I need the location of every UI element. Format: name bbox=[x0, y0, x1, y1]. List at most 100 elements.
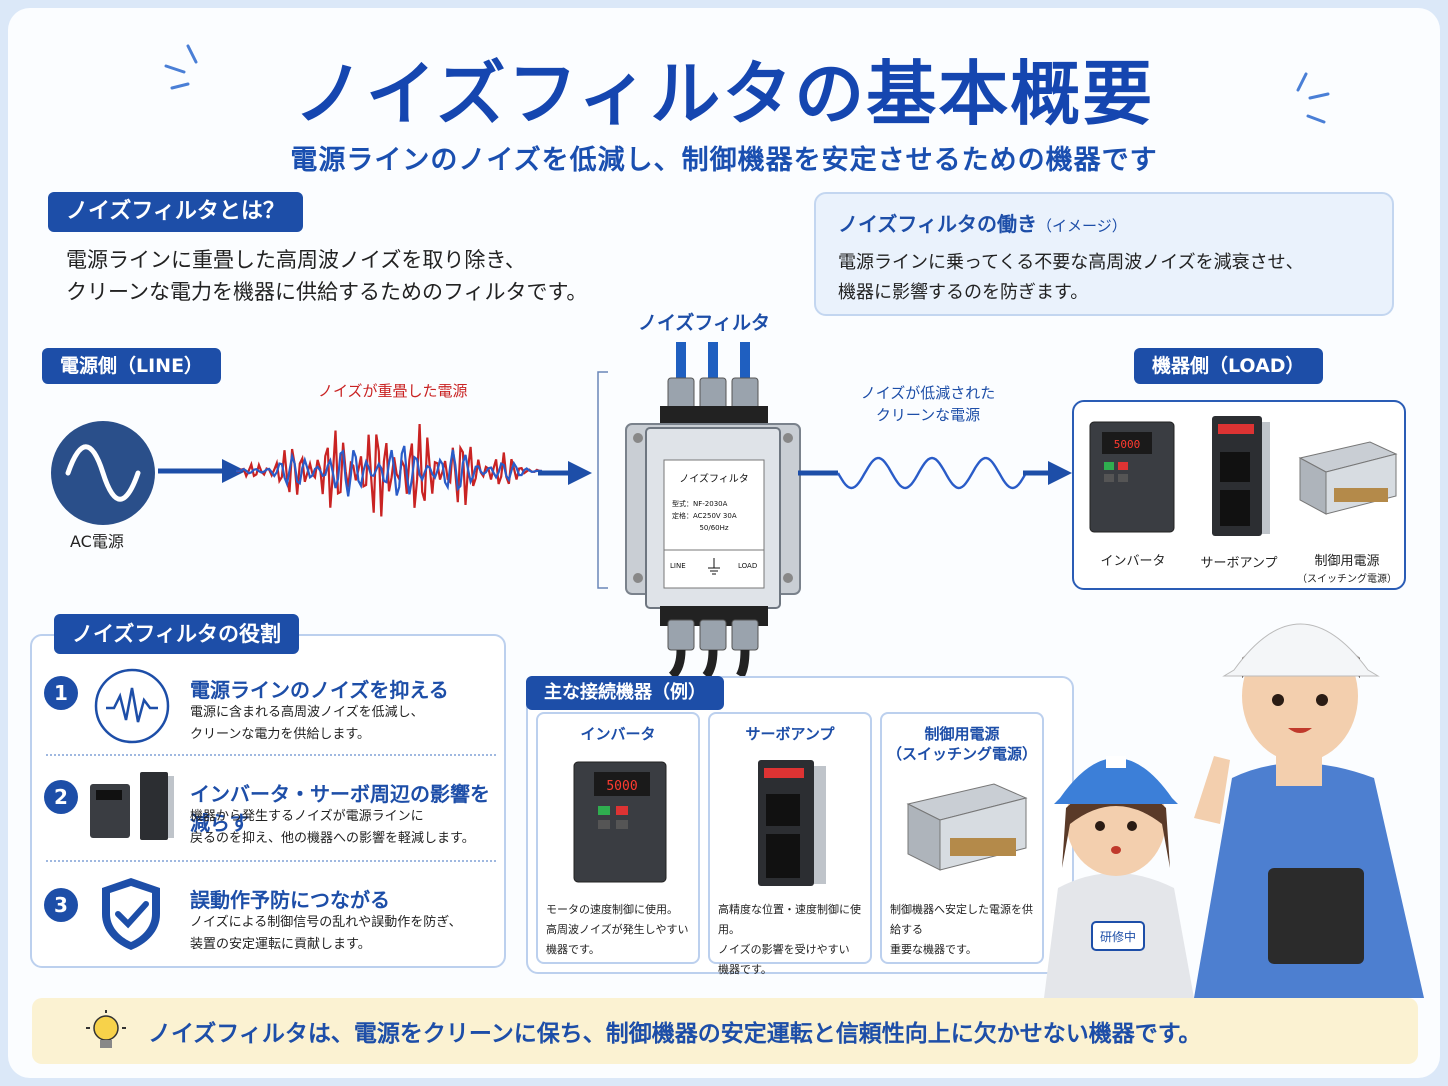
footer-text: ノイズフィルタは、電源をクリーンに保ち、制御機器の安定運転と信頼性向上に欠かせな… bbox=[148, 1021, 1202, 1047]
plate-freq: 50/60Hz bbox=[699, 524, 728, 532]
role-text: 電源に含まれる高周波ノイズを低減し、 クリーンな電力を供給します。 bbox=[190, 702, 424, 746]
work-description: 電源ラインに乗ってくる不要な高周波ノイズを減衰させ、 機器に影響するのを防ぎます… bbox=[838, 248, 1304, 308]
connected-tag: 主な接続機器（例） bbox=[526, 676, 724, 710]
arrow-right-icon bbox=[158, 459, 246, 483]
trainee-badge: 研修中 bbox=[1100, 929, 1136, 944]
arrow-right-icon bbox=[538, 461, 592, 485]
noisy-power-label: ノイズが重畳した電源 bbox=[318, 382, 468, 400]
ac-source-icon bbox=[51, 421, 155, 525]
what-line: クリーンな電力を機器に供給するためのフィルタです。 bbox=[66, 280, 588, 304]
role-title: 電源ラインのノイズを抑える bbox=[190, 678, 449, 702]
card-line: 制御機器へ安定した電源を供給する bbox=[890, 903, 1033, 936]
inverter-display: 5000 bbox=[606, 779, 637, 794]
what-tag: ノイズフィルタとは？ bbox=[48, 192, 303, 232]
clean-label-line: クリーンな電源 bbox=[875, 406, 981, 424]
inverter-servo-icon bbox=[90, 772, 174, 840]
switching-power-image bbox=[906, 783, 1028, 871]
card-line: 高周波ノイズが発生しやすい bbox=[546, 923, 689, 936]
page-title: ノイズフィルタの基本概要 bbox=[293, 53, 1155, 135]
footer-banner: ノイズフィルタは、電源をクリーンに保ち、制御機器の安定運転と信頼性向上に欠かせな… bbox=[32, 998, 1418, 1064]
clean-label-line: ノイズが低減された bbox=[860, 384, 996, 402]
card-text: モータの速度制御に使用。 高周波ノイズが発生しやすい 機器です。 bbox=[546, 900, 689, 960]
role-text: 機器から発生するノイズが電源ラインに 戻るのを抑え、他の機器への影響を軽減します… bbox=[190, 806, 475, 850]
bracket-line bbox=[597, 371, 608, 589]
noise-filter-device: ノイズフィルタ 型式：NF-2030A 定格：AC250V 30A 50/60H… bbox=[625, 342, 801, 678]
plate-name: ノイズフィルタ bbox=[679, 472, 749, 485]
card-text: 制御機器へ安定した電源を供給する 重要な機器です。 bbox=[890, 900, 1042, 960]
role-text: ノイズによる制御信号の乱れや誤動作を防ぎ、 装置の安定運転に貢献します。 bbox=[190, 912, 462, 956]
page-subtitle: 電源ラインのノイズを低減し、制御機器を安定させるための機器です bbox=[290, 145, 1158, 176]
clean-waveform bbox=[798, 456, 1072, 490]
divider bbox=[46, 754, 496, 756]
work-title-text: ノイズフィルタの働き bbox=[838, 212, 1037, 236]
card-line: ノイズの影響を受けやすい bbox=[718, 943, 850, 956]
servo-amp-image bbox=[758, 760, 826, 886]
load-devices-box: 5000 インバータ サーボアンプ 制御用電源 （スイッチング電源） bbox=[1072, 400, 1406, 590]
work-box: ノイズフィルタの働き（イメージ） 電源ラインに乗ってくる不要な高周波ノイズを減衰… bbox=[814, 192, 1394, 316]
workers-illustration: 研修中 bbox=[1044, 623, 1424, 998]
card-line: モータの速度制御に使用。 bbox=[546, 903, 678, 916]
plate-load: LOAD bbox=[738, 562, 757, 570]
role-line: ノイズによる制御信号の乱れや誤動作を防ぎ、 bbox=[190, 915, 462, 930]
work-line: 機器に影響するのを防ぎます。 bbox=[838, 282, 1089, 303]
load-device-sub: （スイッチング電源） bbox=[1297, 574, 1397, 585]
infographic-page: ノイズフィルタの基本概要 電源ラインのノイズを低減し、制御機器を安定させるための… bbox=[8, 8, 1440, 1078]
card-title: 制御用電源 （スイッチング電源） bbox=[882, 724, 1042, 764]
shield-check-icon bbox=[102, 878, 160, 950]
line-side-tag: 電源側（LINE） bbox=[42, 348, 222, 384]
clean-power-label: ノイズが低減された クリーンな電源 bbox=[838, 382, 1018, 426]
ac-source-label: AC電源 bbox=[70, 532, 124, 551]
what-description: 電源ラインに重畳した高周波ノイズを取り除き、 クリーンな電力を機器に供給するため… bbox=[66, 244, 587, 308]
sparkle-left-icon bbox=[164, 44, 198, 90]
role-line: 機器から発生するノイズが電源ラインに bbox=[190, 809, 424, 824]
role-title: インバータ・サーボ周辺の影響を減らす bbox=[190, 782, 490, 835]
device-card: サーボアンプ 高精度な位置・速度制御に使用。 ノイズの影響を受けやすい 機器です… bbox=[708, 712, 872, 976]
inverter-image: 5000 bbox=[1089, 421, 1175, 533]
role-number: 1 bbox=[44, 676, 78, 710]
work-title-note: （イメージ） bbox=[1037, 217, 1127, 235]
noise-blue-wave bbox=[236, 445, 543, 497]
card-title: サーボアンプ bbox=[745, 725, 835, 743]
device-card: 制御用電源 （スイッチング電源） 制御機器へ安定した電源を供給する 重要な機器で… bbox=[880, 712, 1044, 964]
device-card: インバータ 5000 モータの速度制御に使用。 高周波ノイズが発生しやすい 機器… bbox=[536, 712, 700, 964]
role-line: 電源に含まれる高周波ノイズを低減し、 bbox=[190, 705, 424, 720]
switching-power-image bbox=[1298, 441, 1398, 515]
filter-label: ノイズフィルタ bbox=[638, 312, 771, 334]
noisy-waveform bbox=[236, 423, 543, 517]
card-line: 重要な機器です。 bbox=[890, 943, 977, 956]
servo-amp-image bbox=[1212, 416, 1270, 536]
plate-model: 型式：NF-2030A bbox=[672, 499, 728, 508]
load-device-label: サーボアンプ bbox=[1200, 556, 1278, 571]
card-line: 機器です。 bbox=[546, 943, 600, 956]
work-line: 電源ラインに乗ってくる不要な高周波ノイズを減衰させ、 bbox=[838, 252, 1304, 273]
ground-icon bbox=[708, 558, 720, 575]
plate-line: LINE bbox=[670, 562, 686, 570]
lightbulb-icon bbox=[86, 1010, 126, 1048]
card-title: インバータ bbox=[580, 725, 656, 743]
work-title: ノイズフィルタの働き（イメージ） bbox=[838, 208, 1127, 237]
role-number: 3 bbox=[44, 888, 78, 922]
role-line: 戻るのを抑え、他の機器への影響を軽減します。 bbox=[190, 831, 475, 846]
role-line: クリーンな電力を供給します。 bbox=[190, 727, 371, 742]
waveform-icon bbox=[94, 668, 170, 744]
load-device-label: インバータ bbox=[1100, 554, 1166, 569]
card-line: 高精度な位置・速度制御に使用。 bbox=[718, 903, 861, 936]
roles-box: 1 電源ラインのノイズを抑える 電源に含まれる高周波ノイズを低減し、 クリーンな… bbox=[30, 634, 506, 968]
load-device-label: 制御用電源 bbox=[1314, 554, 1380, 569]
inverter-display: 5000 bbox=[1114, 438, 1141, 451]
card-text: 高精度な位置・速度制御に使用。 ノイズの影響を受けやすい 機器です。 bbox=[718, 900, 870, 980]
inverter-image: 5000 bbox=[573, 761, 667, 883]
card-line: 機器です。 bbox=[718, 963, 772, 976]
what-line: 電源ラインに重畳した高周波ノイズを取り除き、 bbox=[66, 248, 526, 272]
role-line: 装置の安定運転に貢献します。 bbox=[190, 937, 371, 952]
divider bbox=[46, 860, 496, 862]
card-title-line: （スイッチング電源） bbox=[886, 745, 1037, 763]
load-side-tag: 機器側（LOAD） bbox=[1134, 348, 1323, 384]
role-number: 2 bbox=[44, 780, 78, 814]
card-title-line: 制御用電源 bbox=[924, 725, 1000, 743]
role-title: 誤動作予防につながる bbox=[190, 888, 390, 912]
sparkle-right-icon bbox=[1296, 72, 1330, 124]
roles-tag: ノイズフィルタの役割 bbox=[54, 614, 299, 654]
plate-rating: 定格：AC250V 30A bbox=[672, 511, 737, 520]
clean-sine-wave bbox=[836, 456, 1028, 490]
